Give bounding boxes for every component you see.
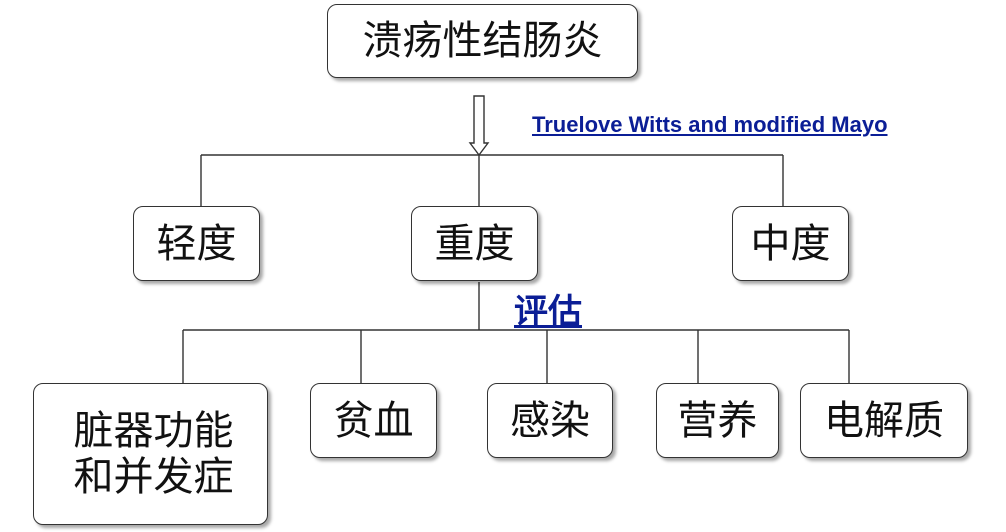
severity-label: 重度: [434, 220, 515, 267]
severity-node-mild: 轻度: [133, 206, 260, 281]
assessment-label: 脏器功能 和并发症: [74, 408, 234, 500]
root-node: 溃疡性结肠炎: [327, 4, 638, 78]
assessment-line: 和并发症: [73, 454, 234, 500]
severity-label: 轻度: [156, 220, 237, 267]
root-label: 溃疡性结肠炎: [362, 18, 603, 64]
method-label: Truelove Witts and modified Mayo: [532, 112, 888, 137]
severity-label: 中度: [750, 220, 831, 267]
assessment-node-anemia: 贫血: [310, 383, 437, 458]
severity-node-moderate: 中度: [732, 206, 849, 281]
assess-label: 评估: [514, 293, 582, 331]
assessment-label: 电解质: [824, 397, 944, 444]
assessment-line: 脏器功能: [73, 408, 234, 454]
assessment-label: 贫血: [333, 397, 414, 444]
severity-node-severe: 重度: [411, 206, 538, 281]
assessment-node-electrolyte: 电解质: [800, 383, 968, 458]
assessment-label: 营养: [677, 397, 758, 444]
assessment-node-nutrition: 营养: [656, 383, 779, 458]
assessment-node-organ: 脏器功能 和并发症: [33, 383, 268, 525]
assessment-node-infection: 感染: [487, 383, 613, 458]
assessment-label: 感染: [510, 397, 590, 444]
down-arrow-icon: [468, 95, 490, 157]
